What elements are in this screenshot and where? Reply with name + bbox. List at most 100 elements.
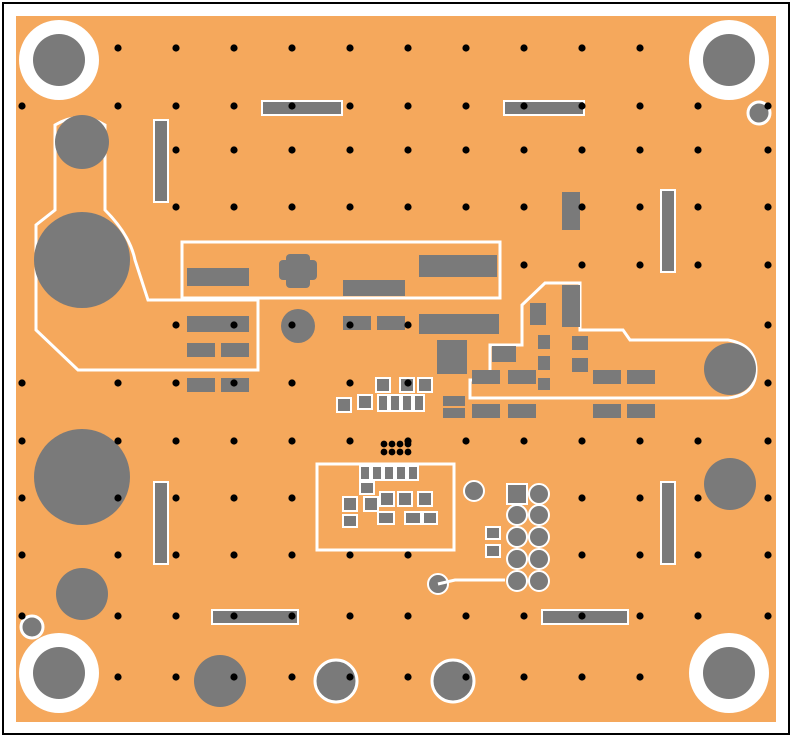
via — [578, 261, 586, 269]
via — [114, 379, 122, 387]
via — [172, 102, 180, 110]
via — [764, 437, 772, 445]
via — [346, 203, 354, 211]
test-pad-2 — [313, 658, 359, 704]
via — [346, 146, 354, 154]
via — [520, 612, 528, 620]
via — [636, 437, 644, 445]
fiducial-tr — [746, 100, 772, 126]
via — [578, 494, 586, 502]
via — [230, 102, 238, 110]
via — [764, 261, 772, 269]
via — [346, 379, 354, 387]
via — [578, 44, 586, 52]
via — [346, 44, 354, 52]
via — [636, 551, 644, 559]
via — [172, 203, 180, 211]
via — [288, 494, 296, 502]
via — [578, 551, 586, 559]
terminal-pad-small-left — [56, 568, 108, 620]
via — [18, 494, 26, 502]
via — [694, 203, 702, 211]
via — [230, 146, 238, 154]
via — [694, 612, 702, 620]
via — [18, 102, 26, 110]
via — [230, 379, 238, 387]
via — [172, 494, 180, 502]
via — [404, 379, 412, 387]
via — [404, 551, 412, 559]
via — [172, 321, 180, 329]
fiducial-bl — [19, 614, 45, 640]
via — [404, 673, 412, 681]
via — [230, 321, 238, 329]
via — [764, 102, 772, 110]
via — [404, 437, 412, 445]
pin-header — [427, 480, 550, 595]
via — [404, 102, 412, 110]
via — [172, 673, 180, 681]
via — [694, 551, 702, 559]
center-ic-pads — [336, 377, 438, 528]
via — [230, 437, 238, 445]
via — [346, 102, 354, 110]
via — [288, 379, 296, 387]
via — [578, 612, 586, 620]
via — [520, 102, 528, 110]
via — [172, 612, 180, 620]
via — [462, 146, 470, 154]
right-pads — [419, 192, 655, 418]
via — [230, 612, 238, 620]
via — [578, 146, 586, 154]
via — [230, 203, 238, 211]
via — [462, 673, 470, 681]
via — [636, 261, 644, 269]
via — [462, 612, 470, 620]
via — [636, 494, 644, 502]
via — [114, 612, 122, 620]
via — [288, 673, 296, 681]
via — [172, 437, 180, 445]
via — [636, 203, 644, 211]
via — [694, 261, 702, 269]
via — [764, 612, 772, 620]
via — [288, 44, 296, 52]
terminal-pad-top-left — [55, 115, 109, 169]
via — [764, 146, 772, 154]
via — [172, 146, 180, 154]
via — [764, 379, 772, 387]
stitching-vias — [18, 44, 772, 681]
via — [18, 437, 26, 445]
via — [346, 437, 354, 445]
mounting-holes — [19, 20, 769, 713]
via — [636, 44, 644, 52]
via — [172, 44, 180, 52]
via — [578, 673, 586, 681]
via — [462, 102, 470, 110]
via — [636, 612, 644, 620]
via — [694, 494, 702, 502]
via — [114, 673, 122, 681]
via — [346, 673, 354, 681]
via — [114, 437, 122, 445]
terminal-pad-right-lower — [704, 458, 756, 510]
via — [462, 437, 470, 445]
via — [404, 44, 412, 52]
via — [694, 437, 702, 445]
via — [694, 102, 702, 110]
via — [764, 551, 772, 559]
via — [520, 146, 528, 154]
via — [520, 44, 528, 52]
via — [114, 44, 122, 52]
via — [230, 673, 238, 681]
via — [230, 551, 238, 559]
via — [694, 146, 702, 154]
center-ic-outline — [315, 462, 456, 552]
via — [346, 551, 354, 559]
via — [578, 102, 586, 110]
top-component-outline — [180, 240, 502, 300]
via — [764, 494, 772, 502]
via — [288, 146, 296, 154]
